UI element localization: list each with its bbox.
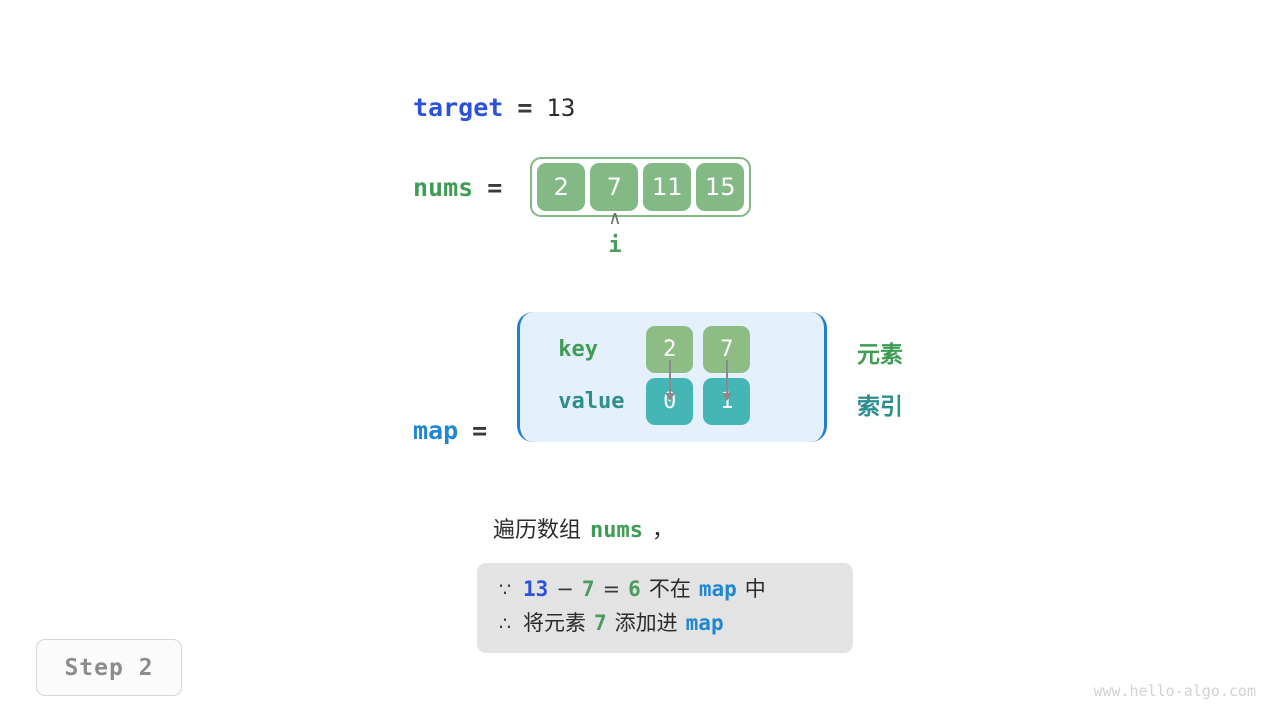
array-cell: 11 [643, 163, 692, 211]
caption-suffix: ， [652, 518, 675, 543]
nums-variable-label: nums [413, 172, 474, 202]
target-value: 13 [546, 94, 576, 122]
conclusion-not-in-text: 不在 [648, 577, 691, 601]
side-label-index: 索引 [857, 394, 903, 420]
map-key-row: key 2 7 [558, 326, 751, 373]
caption-token-nums: nums [590, 518, 643, 543]
map-value-row: value 0 1 [558, 378, 751, 425]
key-to-value-arrow-icon [722, 360, 733, 401]
array-cell: 2 [537, 163, 586, 211]
map-value-row-label: value [558, 389, 625, 414]
array-cell: 15 [696, 163, 745, 211]
conclusion-box: ∵ 13 − 7 = 6 不在 map 中 ∴ 将元素 7 添加进 map [477, 563, 853, 653]
pointer-label: i [608, 233, 622, 258]
therefore-symbol: ∴ [499, 613, 512, 635]
conclusion-remainder-value: 6 [628, 577, 641, 601]
key-to-value-arrow-icon [665, 360, 676, 401]
conclusion-add-mid-text: 添加进 [614, 611, 678, 635]
array-cell: 7 [590, 163, 639, 211]
caption-text: 遍历数组 nums ， [493, 512, 674, 544]
conclusion-target-value: 13 [523, 577, 549, 601]
nums-equals-sign: = [487, 172, 503, 202]
conclusion-added-value: 7 [594, 611, 607, 635]
equals-operator: = [602, 577, 621, 601]
target-row: target = 13 [413, 93, 575, 122]
conclusion-tail-text: 中 [744, 577, 766, 601]
target-equals-sign: = [517, 93, 533, 122]
watermark: www.hello-algo.com [1093, 682, 1256, 700]
conclusion-line-2: ∴ 将元素 7 添加进 map [477, 607, 853, 641]
conclusion-add-lead-text: 将元素 [523, 611, 586, 635]
map-panel: key 2 7 value 0 1 [517, 312, 828, 442]
because-symbol: ∵ [499, 579, 512, 601]
nums-row: nums = 2 7 11 15 [413, 157, 752, 217]
map-variable-label: map [413, 415, 459, 445]
index-pointer: ∧ i [596, 208, 634, 261]
step-badge: Step 2 [36, 639, 182, 696]
nums-array-frame: 2 7 11 15 [530, 157, 752, 217]
conclusion-line-1: ∵ 13 − 7 = 6 不在 map 中 [477, 573, 853, 607]
minus-operator: − [556, 577, 574, 601]
caret-up-icon: ∧ [609, 207, 621, 229]
map-equals-sign: = [472, 415, 488, 445]
map-block: map = key 2 7 value 0 1 [413, 312, 828, 445]
conclusion-map-token: map [698, 577, 737, 601]
map-key-row-label: key [558, 337, 598, 362]
conclusion-map-token: map [685, 611, 724, 635]
target-variable-label: target [413, 93, 504, 122]
conclusion-current-value: 7 [581, 577, 595, 601]
caption-prefix: 遍历数组 [493, 518, 582, 543]
map-side-labels: 元素 索引 [857, 336, 903, 440]
side-label-element: 元素 [857, 342, 903, 368]
